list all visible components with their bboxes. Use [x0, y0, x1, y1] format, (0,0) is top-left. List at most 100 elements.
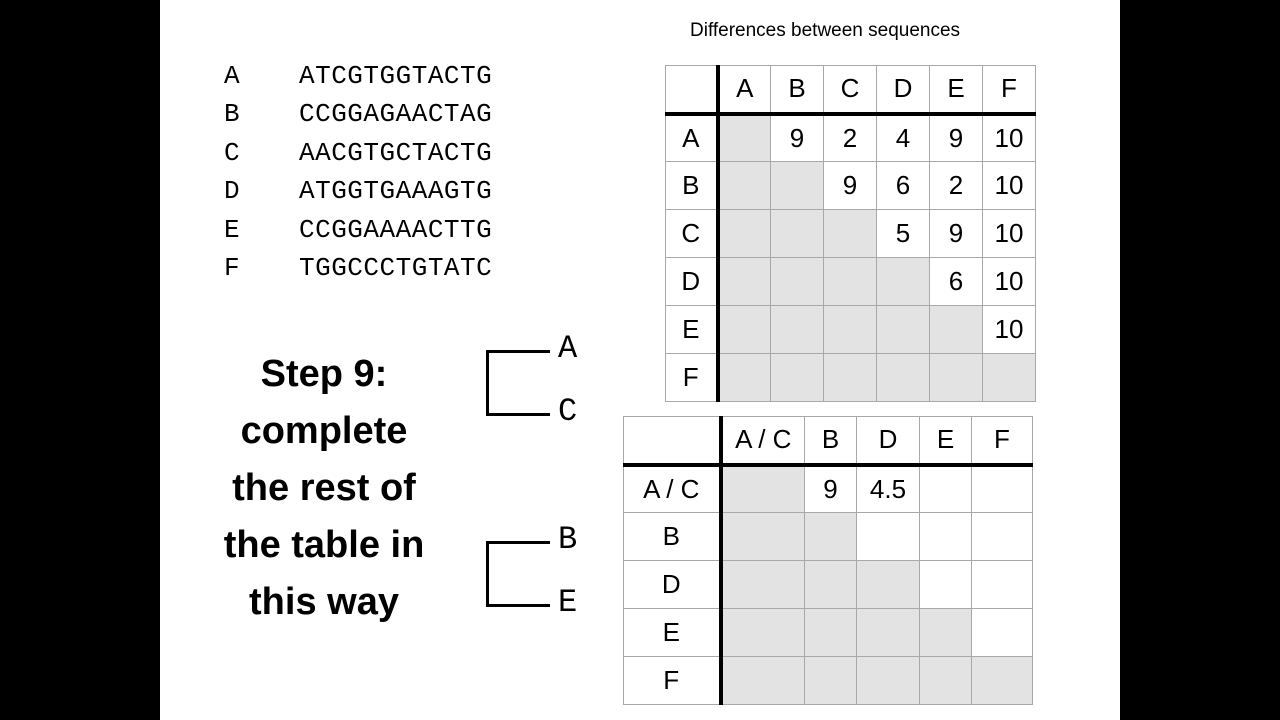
- table-title: Differences between sequences: [690, 20, 961, 41]
- step-instruction: Step 9: complete the rest of the table i…: [194, 346, 454, 631]
- table-row: A / C 9 4.5: [623, 464, 1033, 513]
- table-cell: [971, 512, 1033, 561]
- sequence-label: A: [224, 61, 240, 91]
- table-cell: [971, 464, 1033, 513]
- table-cell: [856, 608, 920, 657]
- column-header: C: [823, 65, 877, 116]
- tree-leaf-label: E: [558, 584, 578, 621]
- table-cell: [720, 608, 805, 657]
- table-cell: [929, 305, 983, 354]
- tree-branch-vertical: [486, 350, 489, 416]
- sequence-string: CCGGAGAACTAG: [299, 99, 493, 129]
- table-cell: [770, 161, 824, 210]
- table-cell: [720, 464, 805, 513]
- table-cell: [823, 209, 877, 258]
- table-row: A 9 2 4 9 10: [665, 113, 1036, 162]
- table-cell: [804, 608, 857, 657]
- row-header: E: [665, 305, 720, 354]
- table-cell: 4: [876, 113, 930, 162]
- table-cell: [971, 608, 1033, 657]
- table-cell: [804, 512, 857, 561]
- table-cell: [856, 560, 920, 609]
- column-header: E: [929, 65, 983, 116]
- table-cell: [919, 608, 972, 657]
- sequence-label: B: [224, 99, 240, 129]
- table-cell: [929, 353, 983, 402]
- table-cell: 10: [982, 209, 1036, 258]
- row-header: E: [623, 608, 723, 657]
- tree-branch-horizontal: [486, 541, 550, 544]
- row-header: D: [665, 257, 720, 306]
- table-cell: [919, 560, 972, 609]
- table-cell: [717, 161, 771, 210]
- table-row: B: [623, 512, 1033, 561]
- column-header: A / C: [720, 416, 805, 467]
- table-cell: [982, 353, 1036, 402]
- table-row: D: [623, 560, 1033, 609]
- step-line: complete: [240, 410, 408, 452]
- table-cell: [971, 656, 1033, 705]
- step-line: the rest of: [232, 467, 416, 509]
- table-cell: 9: [823, 161, 877, 210]
- tree-branch-horizontal: [486, 350, 550, 353]
- step-line: Step 9:: [260, 353, 388, 395]
- difference-table: A B C D E F A 9 2 4 9 10 B 9 6 2 10 C: [665, 65, 1036, 402]
- table-cell: [717, 305, 771, 354]
- table-row: E: [623, 608, 1033, 657]
- table-cell: 9: [929, 209, 983, 258]
- table-cell: [804, 656, 857, 705]
- table-cell: [720, 560, 805, 609]
- column-header: B: [804, 416, 857, 467]
- step-line: the table in: [223, 524, 425, 566]
- sequence-label: E: [224, 215, 240, 245]
- table-cell: [717, 353, 771, 402]
- tree-leaf-label: B: [558, 521, 578, 558]
- table-row: F: [665, 353, 1036, 402]
- table-cell: [823, 257, 877, 306]
- table-cell: 9: [804, 464, 857, 513]
- sequence-string: AACGTGCTACTG: [299, 138, 493, 168]
- table-cell: 5: [876, 209, 930, 258]
- row-header: A / C: [623, 464, 723, 513]
- table-cell: 2: [823, 113, 877, 162]
- table-cell: 2: [929, 161, 983, 210]
- table-cell: [876, 305, 930, 354]
- table-cell: [770, 353, 824, 402]
- row-header: D: [623, 560, 723, 609]
- row-header: F: [665, 353, 720, 402]
- column-header: F: [982, 65, 1036, 116]
- table-cell: 9: [929, 113, 983, 162]
- column-header: D: [876, 65, 930, 116]
- table-cell: [856, 512, 920, 561]
- table-cell: [720, 512, 805, 561]
- sequence-label: D: [224, 176, 240, 206]
- table-cell: 10: [982, 305, 1036, 354]
- clustered-difference-table: A / C B D E F A / C 9 4.5 B D: [623, 416, 1033, 705]
- sequence-string: ATCGTGGTACTG: [299, 61, 493, 91]
- table-header-row: A / C B D E F: [623, 416, 1033, 467]
- table-cell: 10: [982, 161, 1036, 210]
- table-cell: [717, 209, 771, 258]
- table-cell: [856, 656, 920, 705]
- table-cell: [823, 305, 877, 354]
- sequence-string: CCGGAAAACTTG: [299, 215, 493, 245]
- table-cell: [876, 353, 930, 402]
- row-header: A: [665, 113, 720, 162]
- sequence-string: ATGGTGAAAGTG: [299, 176, 493, 206]
- table-corner-cell: [623, 416, 723, 467]
- table-cell: 6: [929, 257, 983, 306]
- table-cell: [919, 656, 972, 705]
- column-header: D: [856, 416, 920, 467]
- tree-branch-horizontal: [486, 413, 550, 416]
- table-cell: [720, 656, 805, 705]
- column-header: A: [717, 65, 771, 116]
- table-cell: [804, 560, 857, 609]
- tree-leaf-label: A: [558, 330, 578, 367]
- table-cell: 10: [982, 113, 1036, 162]
- table-row: C 5 9 10: [665, 209, 1036, 258]
- row-header: B: [665, 161, 720, 210]
- slide: A ATCGTGGTACTG B CCGGAGAACTAG C AACGTGCT…: [160, 0, 1120, 720]
- table-cell: [971, 560, 1033, 609]
- table-row: F: [623, 656, 1033, 705]
- table-header-row: A B C D E F: [665, 65, 1036, 116]
